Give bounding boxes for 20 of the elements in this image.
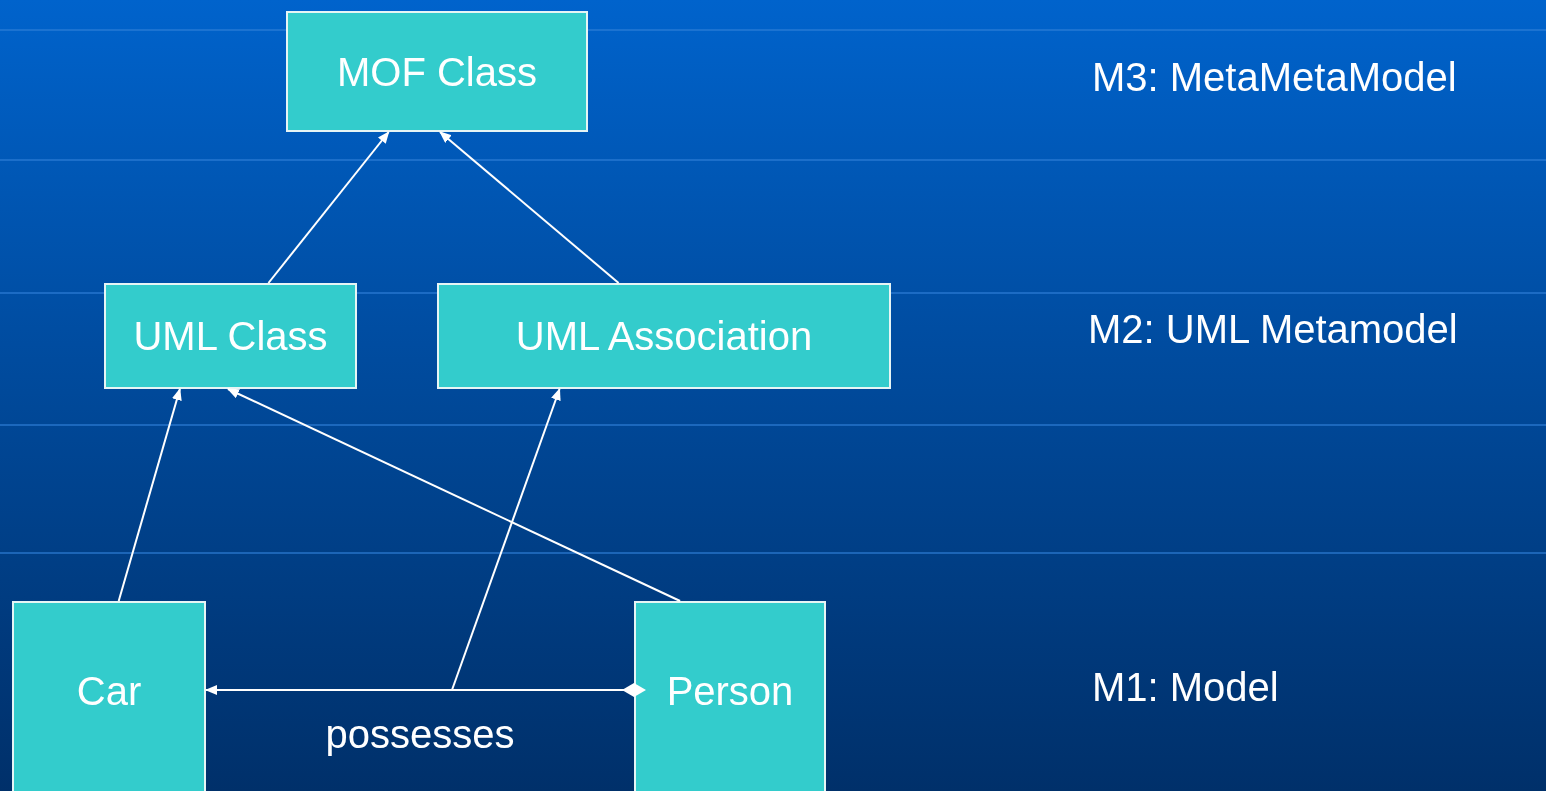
arrow	[205, 683, 646, 697]
class-name: UML Class	[133, 316, 328, 356]
class-box	[104, 283, 357, 389]
arrow	[451, 388, 561, 691]
class-name: UML Association	[515, 316, 813, 356]
level-label: M3: MetaMetaModel	[1092, 54, 1457, 101]
class-name: Car	[76, 671, 142, 711]
arrow	[267, 131, 390, 284]
class-box	[634, 601, 826, 791]
level-label: M1: Model	[1092, 664, 1279, 711]
class-box	[437, 283, 891, 389]
edge-label: possesses	[325, 714, 515, 754]
arrow	[117, 388, 182, 602]
class-box	[286, 11, 588, 132]
class-name: MOF Class	[337, 51, 537, 92]
level-label: M2: UML Metamodel	[1088, 306, 1458, 353]
class-box	[12, 601, 206, 791]
arrow	[439, 131, 620, 284]
class-name: Person	[666, 671, 794, 711]
arrow	[226, 388, 682, 602]
